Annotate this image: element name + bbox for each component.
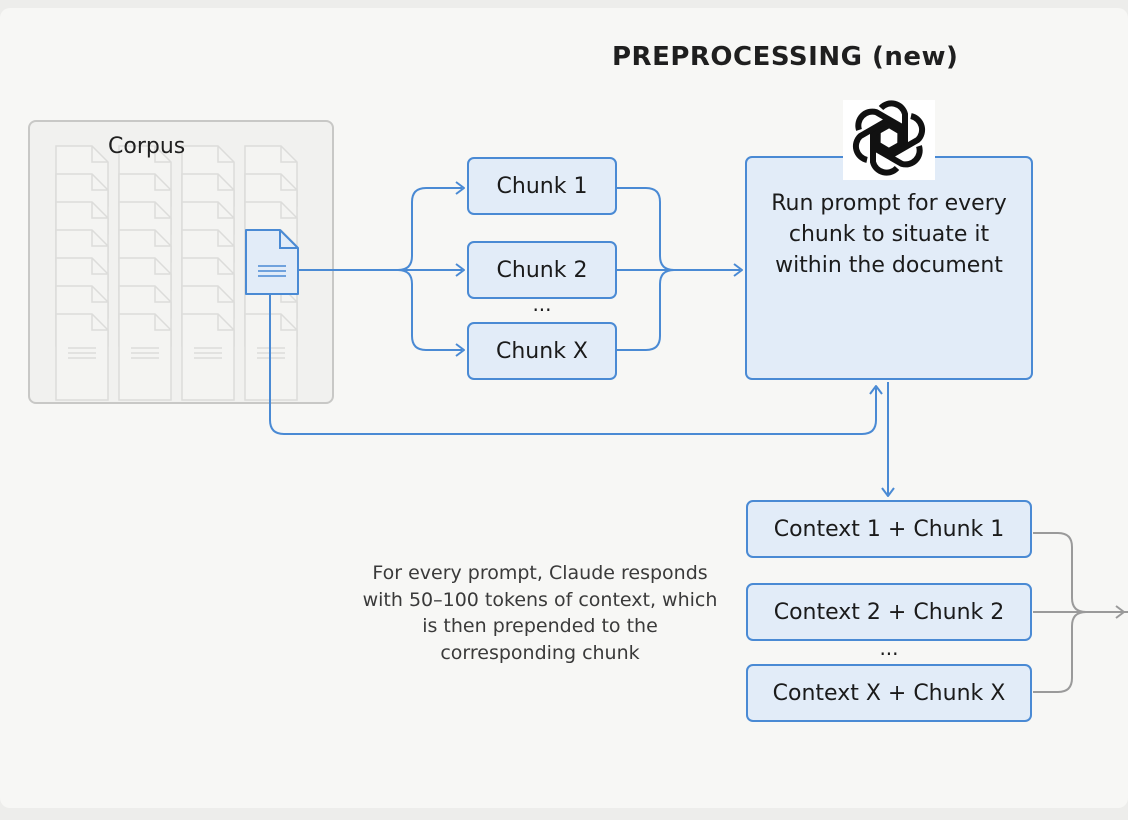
context-box-2: Context 2 + Chunk 2 (746, 583, 1032, 641)
corpus-document-fold (91, 146, 108, 163)
arrowhead-contexts (881, 487, 895, 497)
corpus-document-fold (217, 146, 234, 163)
corpus-document-fold (154, 174, 171, 191)
context-box-x: Context X + Chunk X (746, 664, 1032, 722)
arrowhead-chunk-x (455, 343, 465, 357)
corpus-document-fold (280, 146, 297, 163)
corpus-document-fold (217, 174, 234, 191)
corpus-document-fold (217, 230, 234, 247)
chunk-box-2: Chunk 2 (467, 241, 617, 299)
connector-chunk-x-out (617, 269, 675, 351)
corpus-document-fold (217, 258, 234, 275)
corpus-document-fold (217, 286, 234, 303)
corpus-document-fold (217, 202, 234, 219)
corpus-document-fold (91, 174, 108, 191)
chunk-box-1: Chunk 1 (467, 157, 617, 215)
corpus-document-fold (154, 146, 171, 163)
diagram-title: PREPROCESSING (new) (612, 42, 959, 72)
corpus-label: Corpus (108, 134, 186, 159)
context-note: For every prompt, Claude responds with 5… (362, 562, 718, 664)
arrowhead-llm (733, 263, 743, 277)
connector-context-1-out (1033, 532, 1087, 613)
corpus-document-fold (154, 286, 171, 303)
corpus-document-fold (154, 230, 171, 247)
corpus-document-fold (217, 314, 234, 331)
corpus-document-fold (154, 202, 171, 219)
context-ellipsis: ... (879, 636, 899, 660)
connector-to-chunk-x (397, 269, 462, 351)
corpus-document-fold (280, 174, 297, 191)
connector-chunk-1-out (617, 187, 675, 271)
corpus-document-fold (154, 258, 171, 275)
corpus-document-icon (181, 313, 235, 401)
chunk-box-x: Chunk X (467, 322, 617, 380)
llm-prompt-box: Run prompt for every chunk to situate it… (745, 156, 1033, 380)
context-box-1: Context 1 + Chunk 1 (746, 500, 1032, 558)
corpus-document-fold (280, 202, 297, 219)
connector-doc-to-llm (269, 294, 877, 435)
chunk-ellipsis: ... (532, 292, 552, 316)
llm-prompt-text: Run prompt for every chunk to situate it… (771, 191, 1007, 278)
arrowhead-chunk-2 (455, 263, 465, 277)
corpus-document-fold (91, 230, 108, 247)
corpus-document-fold (91, 258, 108, 275)
corpus-document-fold (280, 314, 297, 331)
arrowhead-output (1115, 605, 1125, 619)
corpus-document-fold (91, 314, 108, 331)
corpus-document-icon (55, 313, 109, 401)
connector-context-x-out (1033, 611, 1087, 693)
corpus-document-fold (154, 314, 171, 331)
corpus-document-icon (118, 313, 172, 401)
corpus-document-fold (91, 286, 108, 303)
connector-to-chunk-1 (397, 187, 462, 271)
arrowhead-chunk-1 (455, 181, 465, 195)
arrowhead-llm-bottom (869, 385, 883, 395)
openai-logo-icon (843, 100, 935, 180)
corpus-document-fold (91, 202, 108, 219)
